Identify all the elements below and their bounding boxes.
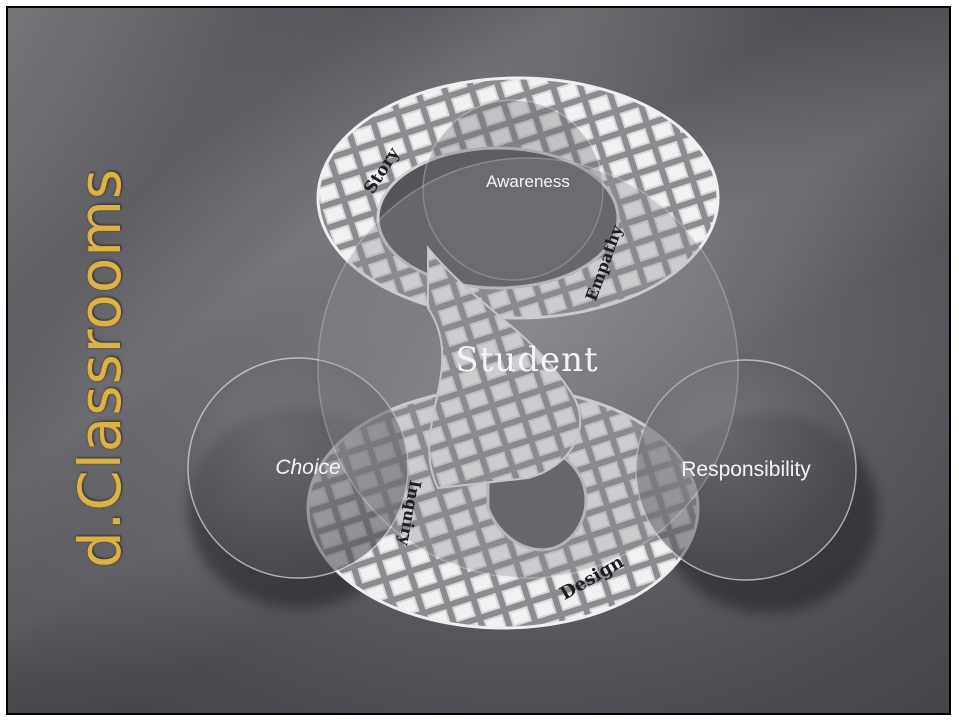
upper-band bbox=[316, 76, 720, 320]
awareness-label: Awareness bbox=[486, 172, 570, 191]
choice-label: Choice bbox=[275, 456, 341, 479]
choice-disc bbox=[187, 357, 409, 579]
awareness-disc bbox=[422, 99, 604, 281]
mobius-diagram bbox=[187, 76, 878, 630]
responsibility-label: Responsibility bbox=[681, 458, 811, 481]
student-disc bbox=[317, 157, 739, 579]
middle-twist bbox=[427, 245, 582, 490]
responsibility-disc bbox=[635, 359, 857, 581]
student-label: Student bbox=[455, 340, 599, 380]
slide: d.Classrooms bbox=[6, 6, 951, 715]
